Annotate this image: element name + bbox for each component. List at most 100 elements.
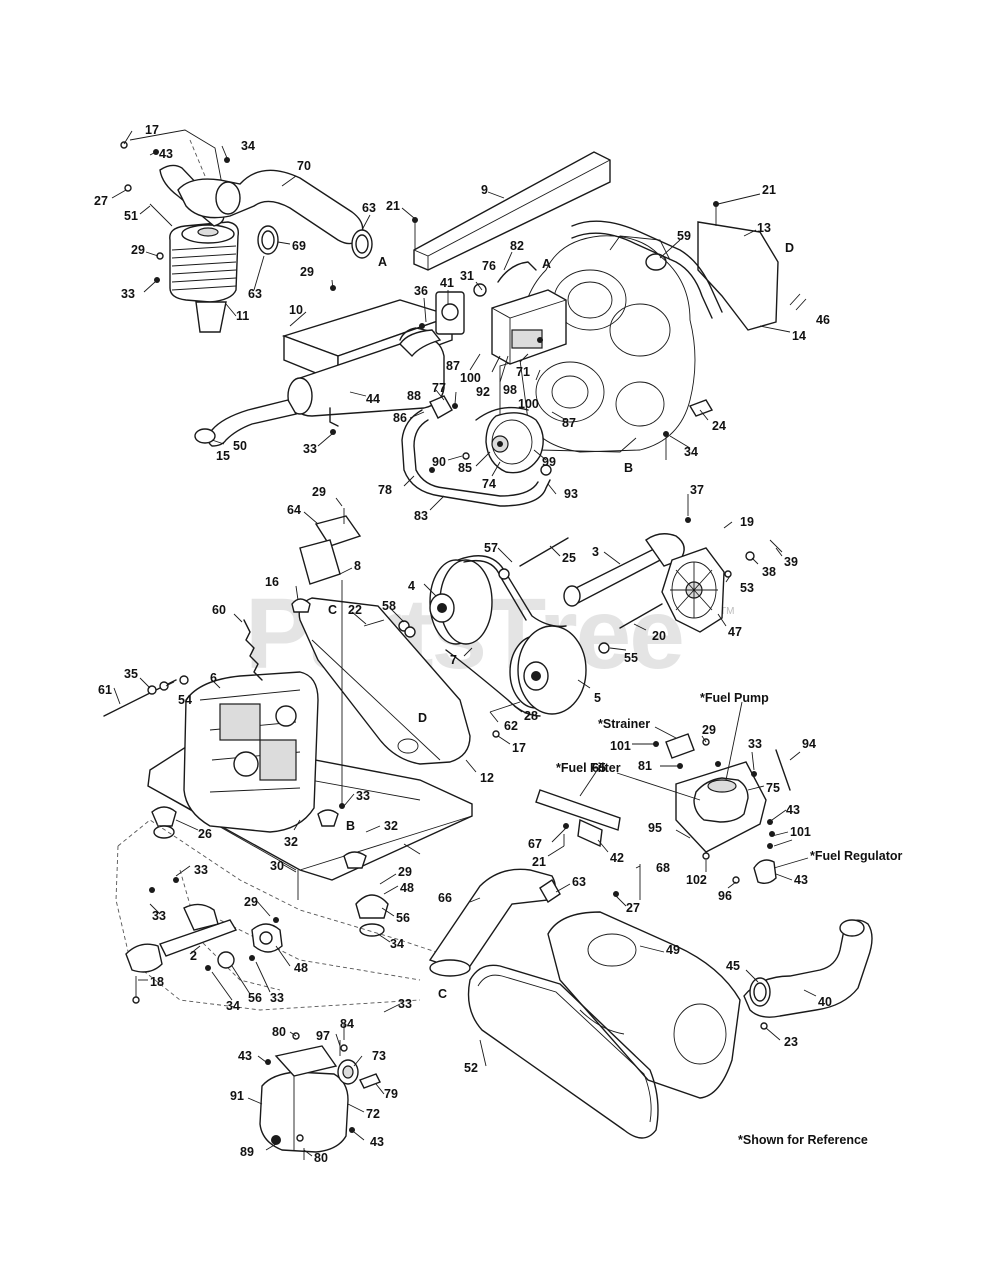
callout-20: 20	[652, 629, 666, 643]
callout-62: 62	[504, 719, 518, 733]
muffler-assembly	[194, 285, 465, 447]
ref-letter-d: D	[418, 711, 427, 725]
callout-61: 61	[98, 683, 112, 697]
callout-13: 13	[757, 221, 771, 235]
callout-B: B	[624, 461, 633, 475]
callout-48: 48	[400, 881, 414, 895]
callout-60: 60	[212, 603, 226, 617]
callout-26: 26	[198, 827, 212, 841]
callout-50: 50	[233, 439, 247, 453]
callout-34: 34	[390, 937, 404, 951]
callout-99: 99	[542, 455, 556, 469]
callout-56: 56	[396, 911, 410, 925]
callout-69: 69	[292, 239, 306, 253]
callout-54: 54	[178, 693, 192, 707]
callout-21: 21	[532, 855, 546, 869]
callout-7: 7	[450, 653, 457, 667]
callout-33: 33	[152, 909, 166, 923]
callout-41: 41	[440, 276, 454, 290]
callout-17: 17	[145, 123, 159, 137]
callout-55: 55	[624, 651, 638, 665]
callout-C: C	[438, 987, 447, 1001]
callout-83: 83	[414, 509, 428, 523]
fuel-system	[535, 733, 791, 900]
callout-59: 59	[677, 229, 691, 243]
air-cleaner-assembly	[120, 129, 373, 333]
callout-64: 64	[287, 503, 301, 517]
callout-34: 34	[226, 999, 240, 1013]
callout-29: 29	[131, 243, 145, 257]
callout-8: 8	[354, 559, 361, 573]
callout-76: 76	[482, 259, 496, 273]
cvt-cover-assembly	[428, 868, 873, 1139]
ref-letter-a: A	[378, 255, 387, 269]
callout-31: 31	[460, 269, 474, 283]
callout-94: 94	[802, 737, 816, 751]
callout-40: 40	[818, 995, 832, 1009]
callout-86: 86	[393, 411, 407, 425]
callout-10: 10	[289, 303, 303, 317]
callout-72: 72	[366, 1107, 380, 1121]
callout-101: 101	[610, 739, 631, 753]
callout-34: 34	[241, 139, 255, 153]
watermark-tm: TM	[720, 606, 734, 617]
callout-43: 43	[159, 147, 173, 161]
callout-29: 29	[398, 865, 412, 879]
callout-43: 43	[794, 873, 808, 887]
callout-45: 45	[726, 959, 740, 973]
note-fuel-regulator: *Fuel Regulator	[810, 849, 903, 863]
callout-70: 70	[297, 159, 311, 173]
callout-22: 22	[348, 603, 362, 617]
callout-91: 91	[230, 1089, 244, 1103]
callout-46: 46	[816, 313, 830, 327]
callout-58: 58	[382, 599, 396, 613]
callout-19: 19	[740, 515, 754, 529]
callout-75: 75	[766, 781, 780, 795]
callout-34: 34	[684, 445, 698, 459]
callout-17: 17	[512, 741, 526, 755]
callout-25: 25	[562, 551, 576, 565]
callout-57: 57	[484, 541, 498, 555]
callout-98: 98	[503, 383, 517, 397]
callout-56: 56	[248, 991, 262, 1005]
transmission-frame	[103, 508, 521, 937]
callout-74: 74	[482, 477, 496, 491]
callout-39: 39	[784, 555, 798, 569]
note-strainer: *Strainer	[598, 717, 650, 731]
callout-77: 77	[432, 381, 446, 395]
callout-78: 78	[378, 483, 392, 497]
callout-71: 71	[516, 365, 530, 379]
callout-21: 21	[762, 183, 776, 197]
callout-38: 38	[762, 565, 776, 579]
callout-97: 97	[316, 1029, 330, 1043]
callout-5: 5	[594, 691, 601, 705]
callout-14: 14	[792, 329, 806, 343]
leader-lines	[111, 130, 817, 1157]
callout-43: 43	[238, 1049, 252, 1063]
callout-100: 100	[518, 397, 539, 411]
callout-63: 63	[248, 287, 262, 301]
callout-33: 33	[398, 997, 412, 1011]
callout-48: 48	[294, 961, 308, 975]
callout-29: 29	[300, 265, 314, 279]
callout-66: 66	[438, 891, 452, 905]
callout-29: 29	[244, 895, 258, 909]
callout-16: 16	[265, 575, 279, 589]
callout-33: 33	[270, 991, 284, 1005]
callout-67: 67	[528, 837, 542, 851]
pulley-group	[401, 395, 552, 507]
callout-84: 84	[340, 1017, 354, 1031]
callout-92: 92	[476, 385, 490, 399]
callout-36: 36	[414, 284, 428, 298]
callout-102: 102	[686, 873, 707, 887]
callout-82: 82	[510, 239, 524, 253]
callout-27: 27	[94, 194, 108, 208]
callout-68: 68	[656, 861, 670, 875]
callout-27: 27	[626, 901, 640, 915]
callout-93: 93	[564, 487, 578, 501]
callout-15: 15	[216, 449, 230, 463]
callout-33: 33	[748, 737, 762, 751]
callout-33: 33	[121, 287, 135, 301]
callout-43: 43	[786, 803, 800, 817]
callout-95: 95	[648, 821, 662, 835]
